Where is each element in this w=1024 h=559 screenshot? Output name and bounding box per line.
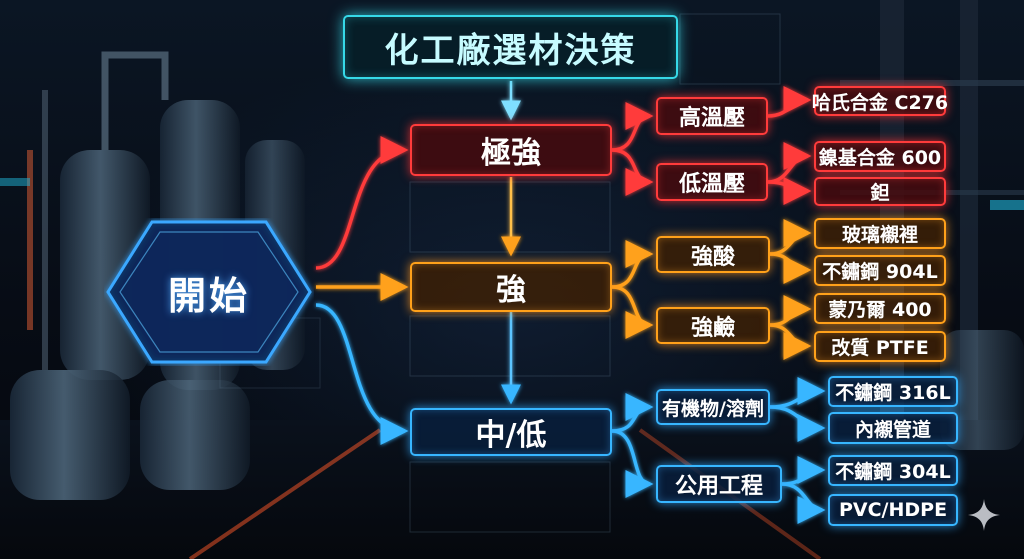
node-mid-low: 中/低 xyxy=(410,408,612,456)
material-tantalum: 鉭 xyxy=(814,177,946,206)
material-nickel-alloy-600: 鎳基合金 600 xyxy=(814,141,946,172)
material-modified-ptfe: 改質 PTFE xyxy=(814,331,946,362)
material-pvc-hdpe: PVC/HDPE xyxy=(828,494,958,526)
material-stainless-304l: 不鏽鋼 304L xyxy=(828,455,958,486)
material-stainless-904l: 不鏽鋼 904L xyxy=(814,255,946,286)
material-glass-lined: 玻璃襯裡 xyxy=(814,218,946,249)
node-extreme: 極強 xyxy=(410,124,612,176)
condition-utilities: 公用工程 xyxy=(656,465,782,503)
condition-strong-acid: 強酸 xyxy=(656,236,770,273)
start-node: 開始 xyxy=(167,273,250,318)
material-monel-400: 蒙乃爾 400 xyxy=(814,293,946,324)
sparkle-icon xyxy=(968,499,1000,531)
condition-high-temp-pressure: 高溫壓 xyxy=(656,97,768,135)
start-hexagon xyxy=(106,220,312,364)
condition-organics-solvents: 有機物/溶劑 xyxy=(656,389,770,425)
material-stainless-316l: 不鏽鋼 316L xyxy=(828,376,958,407)
start-to-midlow-arrow xyxy=(315,303,409,445)
condition-low-temp-pressure: 低溫壓 xyxy=(656,163,768,201)
material-lined-piping: 內襯管道 xyxy=(828,412,958,444)
condition-strong-alkali: 強鹼 xyxy=(656,307,770,344)
diagram-title: 化工廠選材決策 xyxy=(343,15,678,79)
start-to-extreme-arrow xyxy=(315,136,409,270)
material-hastelloy-c276: 哈氏合金 C276 xyxy=(812,86,948,116)
node-strong: 強 xyxy=(410,262,612,312)
